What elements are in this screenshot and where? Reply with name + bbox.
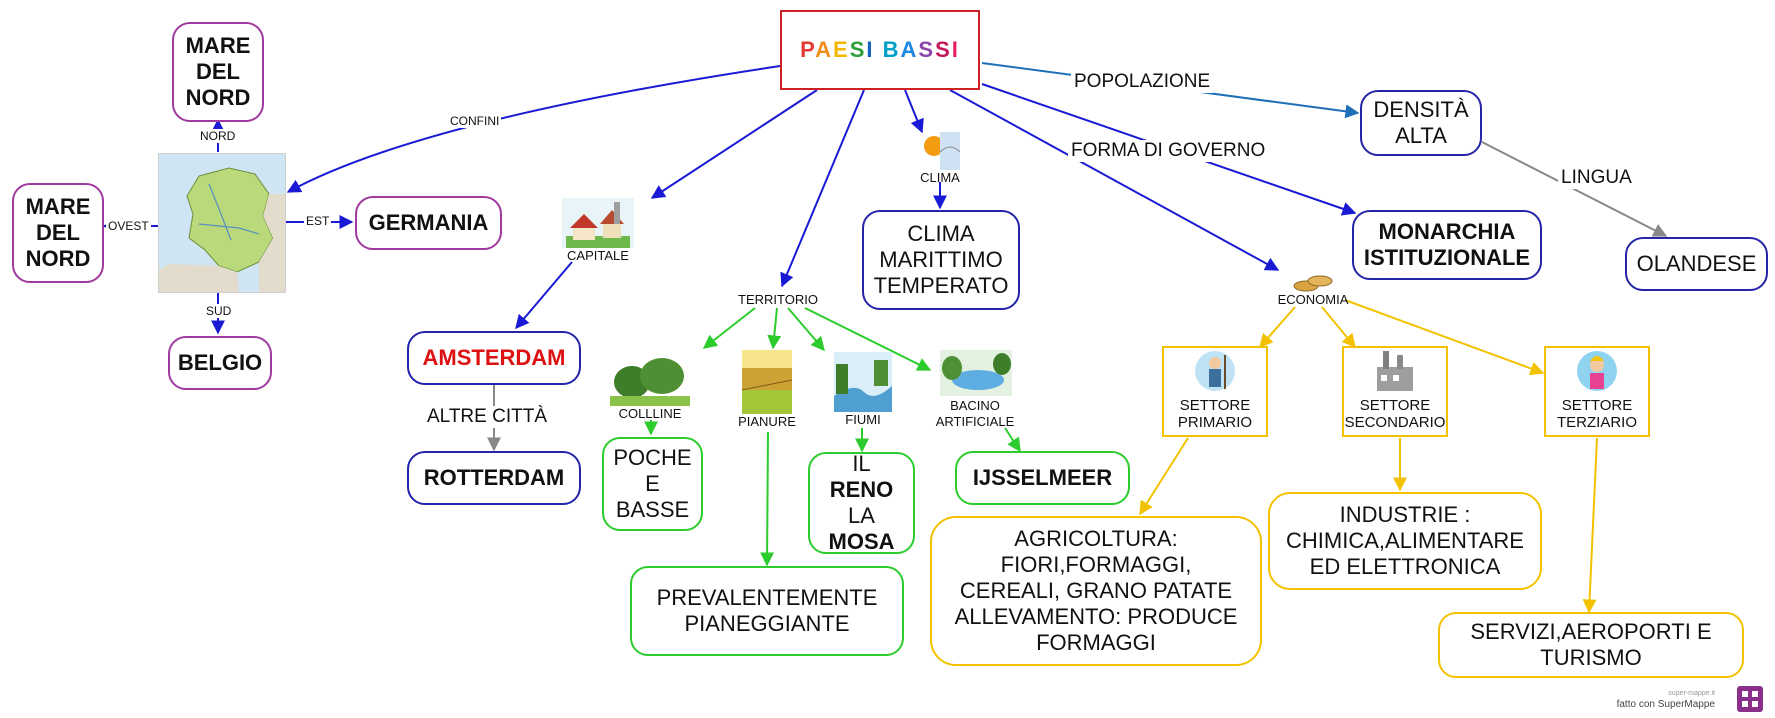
icon-label-clima: CLIMA [920,170,960,185]
node-industrie[interactable]: INDUSTRIE : CHIMICA,ALIMENTARE ED ELETTR… [1268,492,1542,590]
icon-label-territorio: TERRITORIO [738,292,818,307]
icon-label-fiumi: FIUMI [845,412,881,427]
node-clima-marittimo[interactable]: CLIMA MARITTIMO TEMPERATO [862,210,1020,310]
footer-credit: super-mappe.it fatto con SuperMappe [1617,688,1715,710]
reno-name: RENO [829,477,894,502]
edge-label-confini: CONFINI [448,114,502,128]
footer-small-text: super-mappe.it [1668,690,1715,697]
title-letter: B [882,37,901,62]
colline-icon [610,356,690,406]
icon-label-capitale: CAPITALE [567,248,629,263]
edge-label-forma-di-governo: FORMA DI GOVERNO [1068,140,1269,162]
title-letter: S [918,37,936,62]
node-servizi[interactable]: SERVIZI,AEROPORTI E TURISMO [1438,612,1744,678]
node-settore-terziario[interactable]: SETTORE TERZIARIO [1544,346,1650,437]
node-mare-del-nord-left[interactable]: MARE DEL NORD [12,183,104,283]
node-belgio[interactable]: BELGIO [168,336,272,390]
edge-label-sud: SUD [204,304,234,318]
fiumi-icon [834,352,892,412]
node-reno-mosa[interactable]: IL RENO LA MOSA [808,451,915,554]
factory-icon [1377,351,1413,391]
title-letter: S [849,37,867,62]
title-letter: P [800,37,816,62]
netherlands-map-image [158,153,286,293]
node-olandese[interactable]: OLANDESE [1625,237,1768,291]
edge-label-nord: NORD [198,129,238,143]
edge-label-popolazione: POPOLAZIONE [1071,71,1214,93]
title-letter [875,37,883,62]
reno-prefix: IL [852,451,871,476]
node-poche-e-basse[interactable]: POCHE E BASSE [602,437,703,531]
page-title: PAESI BASSI [800,37,960,63]
edge-label-altre-citta: ALTRE CITTÀ [424,406,550,428]
title-letter: E [833,37,850,62]
economia-icon [1288,272,1338,294]
node-amsterdam[interactable]: AMSTERDAM [407,331,581,385]
capitale-icon [562,198,634,248]
title-letter: I [951,37,960,62]
icon-label-pianure: PIANURE [738,414,796,429]
title-letter: A [900,37,919,62]
sector-label-primario: SETTORE PRIMARIO [1177,397,1253,431]
title-node[interactable]: PAESI BASSI [780,10,980,90]
mosa-name: MOSA [828,529,895,554]
clima-icon [920,132,961,170]
icon-label-bacino-artificiale: BACINO ARTIFICIALE [935,398,1015,429]
icon-label-economia: ECONOMIA [1277,292,1349,307]
node-settore-secondario[interactable]: SETTORE SECONDARIO [1342,346,1448,437]
node-settore-primario[interactable]: SETTORE PRIMARIO [1162,346,1268,437]
node-germania[interactable]: GERMANIA [355,196,502,250]
reno-article: LA [848,503,875,528]
node-densita-alta[interactable]: DENSITÀ ALTA [1360,90,1482,156]
node-ijsselmeer[interactable]: IJSSELMEER [955,451,1130,505]
icon-label-colline: COLLLINE [618,406,682,421]
node-monarchia-istituzionale[interactable]: MONARCHIA ISTITUZIONALE [1352,210,1542,280]
bacino-icon [940,350,1012,396]
edge-label-lingua: LINGUA [1558,167,1635,189]
pianure-icon [741,350,793,414]
node-agricoltura[interactable]: AGRICOLTURA: FIORI,FORMAGGI, CEREALI, GR… [930,516,1262,666]
sector-label-secondario: SETTORE SECONDARIO [1344,397,1446,431]
footer-main-text: fatto con SuperMappe [1616,699,1715,710]
sector-label-terziario: SETTORE TERZIARIO [1556,397,1637,431]
supermappe-logo [1737,686,1763,712]
farmer-icon [1195,351,1235,391]
title-letter: A [815,37,834,62]
edge-label-est: EST [304,214,332,228]
node-rotterdam[interactable]: ROTTERDAM [407,451,581,505]
title-letter: I [866,37,875,62]
service-worker-icon [1577,351,1617,391]
title-letter: S [935,37,952,62]
reno-line: IL RENO [818,451,905,503]
node-mare-del-nord-top[interactable]: MARE DEL NORD [172,22,264,122]
edge-label-ovest: OVEST [106,219,151,233]
node-prevalentemente-pianeggiante[interactable]: PREVALENTEMENTE PIANEGGIANTE [630,566,904,656]
